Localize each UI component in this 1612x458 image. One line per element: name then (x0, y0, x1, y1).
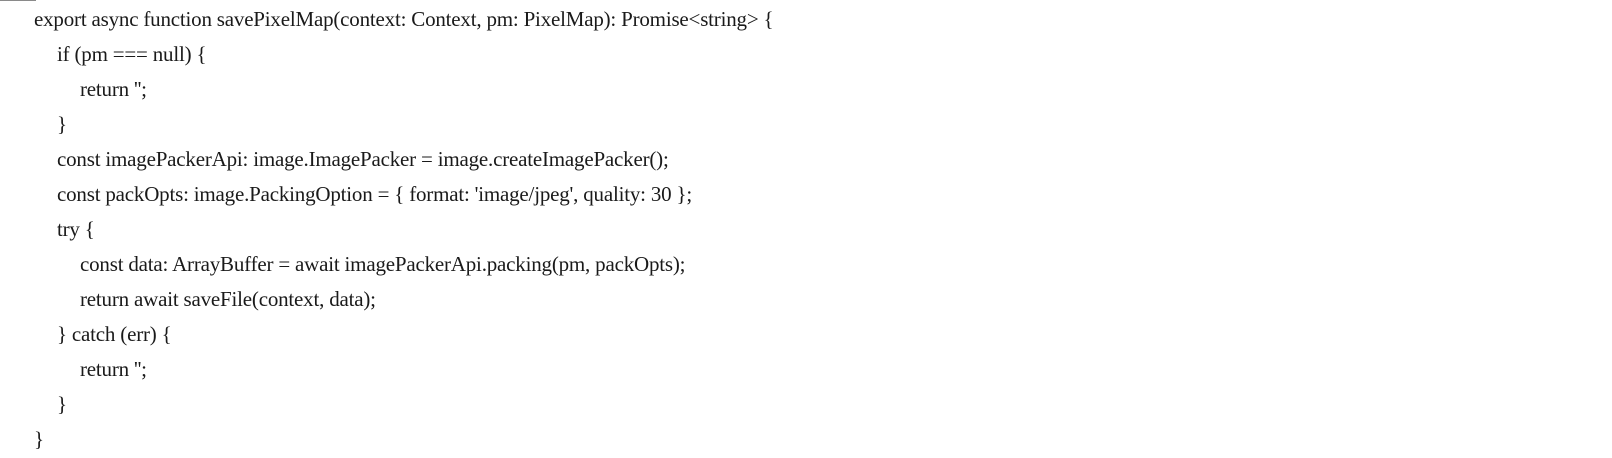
code-line: } (57, 112, 67, 136)
code-line: } catch (err) { (57, 322, 172, 346)
code-line: return ''; (80, 77, 147, 101)
code-line: export async function savePixelMap(conte… (34, 7, 774, 31)
code-block: export async function savePixelMap(conte… (34, 2, 1574, 457)
code-line: const imagePackerApi: image.ImagePacker … (57, 147, 669, 171)
code-line: return await saveFile(context, data); (80, 287, 376, 311)
code-line: } (57, 392, 67, 416)
code-line: } (34, 427, 44, 451)
code-line: const data: ArrayBuffer = await imagePac… (80, 252, 686, 276)
code-line: try { (57, 217, 95, 241)
page-corner-mark (0, 0, 36, 1)
code-line: return ''; (80, 357, 147, 381)
code-line: const packOpts: image.PackingOption = { … (57, 182, 693, 206)
code-line: if (pm === null) { (57, 42, 207, 66)
